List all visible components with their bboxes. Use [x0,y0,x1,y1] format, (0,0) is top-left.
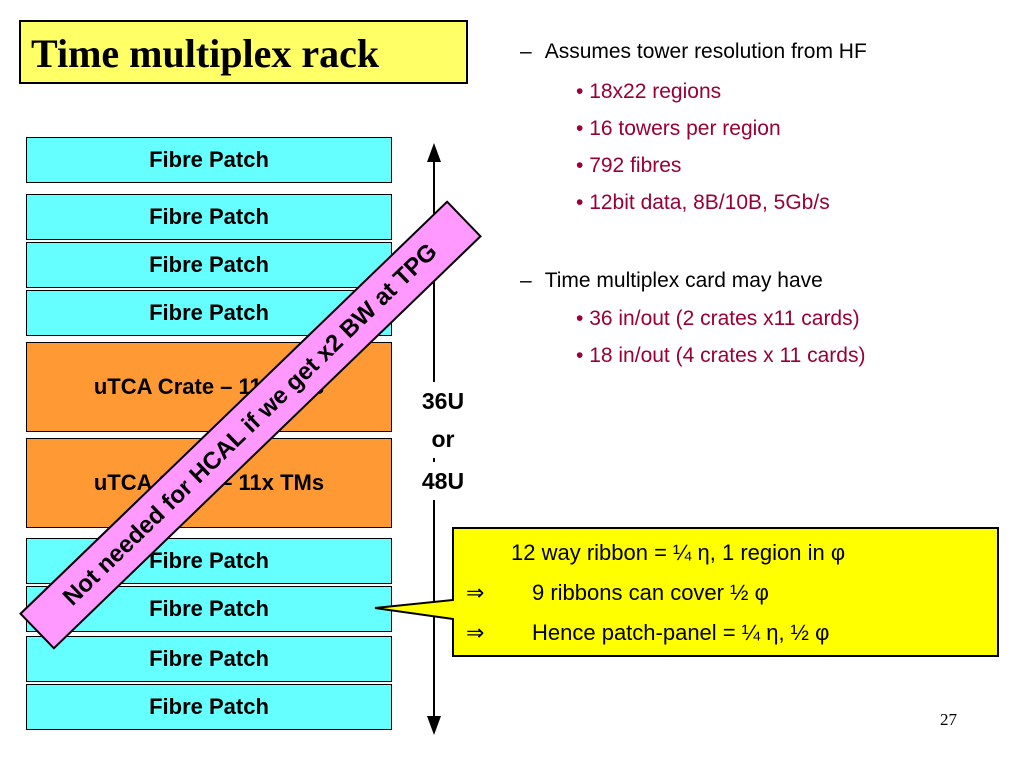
bullet-item: –Time multiplex card may have [520,269,823,293]
dot-marker: • [576,80,584,103]
sub-bullet-text: 16 towers per region [589,117,781,140]
rack-height-label: 48U [408,462,478,500]
sub-bullet-text: 18 in/out (4 crates x 11 cards) [589,344,866,367]
sub-bullet-item: • 12bit data, 8B/10B, 5Gb/s [576,191,830,215]
dot-marker: • [576,117,584,140]
block-label: Fibre Patch [149,694,269,719]
block-label: Fibre Patch [149,596,269,621]
dash-marker: – [520,269,532,292]
slide-title: Time multiplex rack [31,31,380,76]
fibre-patch-block: Fibre Patch [26,636,392,682]
dot-marker: • [576,307,584,330]
sub-bullet-item: • 36 in/out (2 crates x11 cards) [576,307,860,331]
sub-bullet-text: 18x22 regions [589,80,722,103]
fibre-patch-block: Fibre Patch [26,684,392,730]
bullet-text: Assumes tower resolution from HF [544,40,867,63]
rack-height-label: or [408,420,478,458]
dot-marker: • [576,344,584,367]
title-box: Time multiplex rack [19,20,468,84]
bullet-text: Time multiplex card may have [544,269,823,292]
implies-arrow-icon: ⇒ [466,580,485,605]
block-label: Fibre Patch [149,147,269,172]
implies-arrow-icon: ⇒ [466,620,485,645]
callout-line: 9 ribbons can cover ½ φ [532,580,769,605]
block-label: Fibre Patch [149,548,269,573]
callout-line: Hence patch-panel = ¼ η, ½ φ [532,620,830,645]
sub-bullet-item: • 792 fibres [576,154,681,178]
block-label: Fibre Patch [149,204,269,229]
rack-height-label: 36U [408,382,478,420]
sub-bullet-item: • 18x22 regions [576,80,721,104]
sub-bullet-text: 12bit data, 8B/10B, 5Gb/s [589,191,830,214]
fibre-patch-block: Fibre Patch [26,137,392,183]
sub-bullet-item: • 18 in/out (4 crates x 11 cards) [576,344,865,368]
block-label: Fibre Patch [149,252,269,277]
dash-marker: – [520,40,532,63]
sub-bullet-text: 36 in/out (2 crates x11 cards) [589,307,860,330]
dot-marker: • [576,154,584,177]
bullet-item: –Assumes tower resolution from HF [520,40,867,64]
fibre-patch-block: Fibre Patch [26,194,392,240]
callout-line: 12 way ribbon = ¼ η, 1 region in φ [511,540,846,565]
sub-bullet-text: 792 fibres [589,154,682,177]
block-label: Fibre Patch [149,646,269,671]
block-label: Fibre Patch [149,300,269,325]
dot-marker: • [576,191,584,214]
fibre-patch-block: Fibre Patch [26,242,392,288]
page-number: 27 [940,710,957,729]
sub-bullet-item: • 16 towers per region [576,117,781,141]
